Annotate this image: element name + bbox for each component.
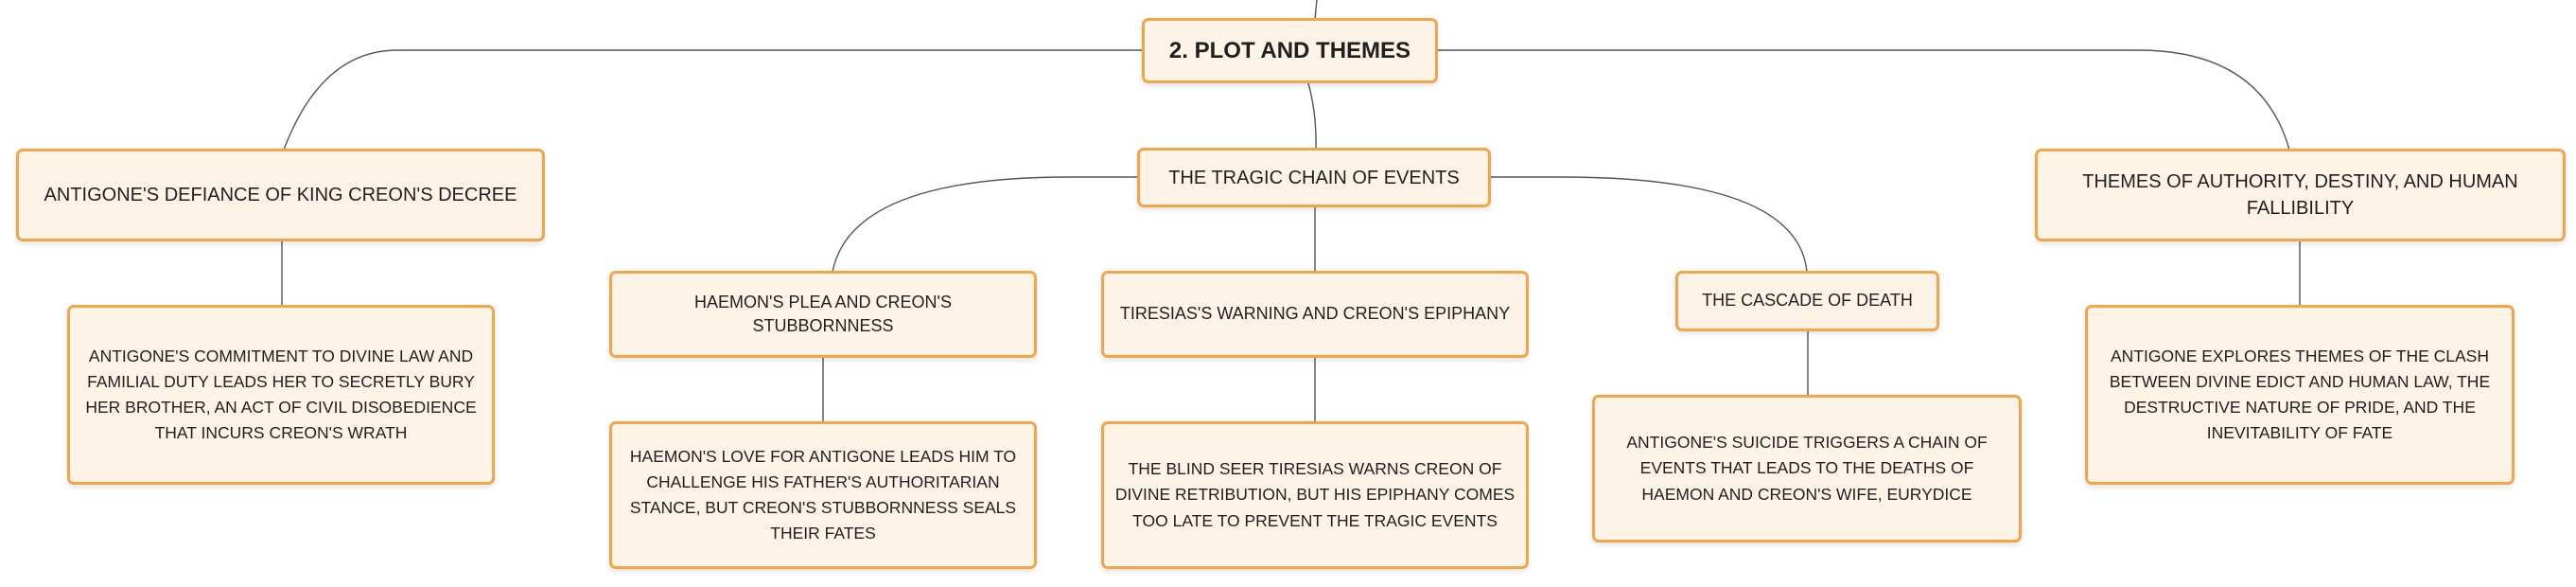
child-title: HAEMON'S PLEA AND CREON'S STUBBORNNESS	[694, 292, 952, 335]
branch-node-themes[interactable]: THEMES OF AUTHORITY, DESTINY, AND HUMAN …	[2035, 149, 2566, 241]
connector-branch2-child1	[832, 176, 1137, 273]
connector-root-branch3	[1438, 49, 2290, 151]
detail-node-haemon[interactable]: HAEMON'S LOVE FOR ANTIGONE LEADS HIM TO …	[609, 421, 1037, 569]
branch-title: THEMES OF AUTHORITY, DESTINY, AND HUMAN …	[2082, 171, 2518, 219]
detail-text: ANTIGONE'S SUICIDE TRIGGERS A CHAIN OF E…	[1626, 433, 1988, 504]
connector-branch2-child3	[1491, 176, 1808, 273]
branch-node-defiance[interactable]: ANTIGONE'S DEFIANCE OF KING CREON'S DECR…	[16, 149, 545, 241]
detail-text: HAEMON'S LOVE FOR ANTIGONE LEADS HIM TO …	[629, 446, 1017, 543]
root-label: 2. PLOT AND THEMES	[1168, 37, 1411, 63]
detail-node-themes[interactable]: ANTIGONE EXPLORES THEMES OF THE CLASH BE…	[2085, 305, 2515, 485]
connector-root-branch2	[1307, 82, 1317, 151]
child-node-tiresias[interactable]: TIRESIAS'S WARNING AND CREON'S EPIPHANY	[1101, 271, 1529, 358]
child-node-cascade[interactable]: THE CASCADE OF DEATH	[1675, 271, 1939, 331]
branch-title: THE TRAGIC CHAIN OF EVENTS	[1168, 167, 1460, 188]
detail-text: ANTIGONE'S COMMITMENT TO DIVINE LAW AND …	[85, 346, 477, 443]
branch-node-tragic-chain[interactable]: THE TRAGIC CHAIN OF EVENTS	[1137, 148, 1491, 207]
connector-top-stub	[1314, 0, 1318, 20]
detail-node-cascade[interactable]: ANTIGONE'S SUICIDE TRIGGERS A CHAIN OF E…	[1592, 395, 2022, 543]
detail-text: ANTIGONE EXPLORES THEMES OF THE CLASH BE…	[2109, 346, 2491, 443]
branch-title: ANTIGONE'S DEFIANCE OF KING CREON'S DECR…	[44, 185, 517, 205]
detail-node-tiresias[interactable]: THE BLIND SEER TIRESIAS WARNS CREON OF D…	[1101, 421, 1529, 569]
connector-root-branch1	[283, 49, 1142, 151]
child-title: TIRESIAS'S WARNING AND CREON'S EPIPHANY	[1119, 304, 1511, 324]
detail-text: THE BLIND SEER TIRESIAS WARNS CREON OF D…	[1114, 459, 1516, 530]
root-node[interactable]: 2. PLOT AND THEMES	[1142, 18, 1438, 83]
child-node-haemon[interactable]: HAEMON'S PLEA AND CREON'S STUBBORNNESS	[609, 271, 1037, 358]
child-title: THE CASCADE OF DEATH	[1702, 291, 1913, 311]
detail-node-defiance[interactable]: ANTIGONE'S COMMITMENT TO DIVINE LAW AND …	[67, 305, 495, 485]
